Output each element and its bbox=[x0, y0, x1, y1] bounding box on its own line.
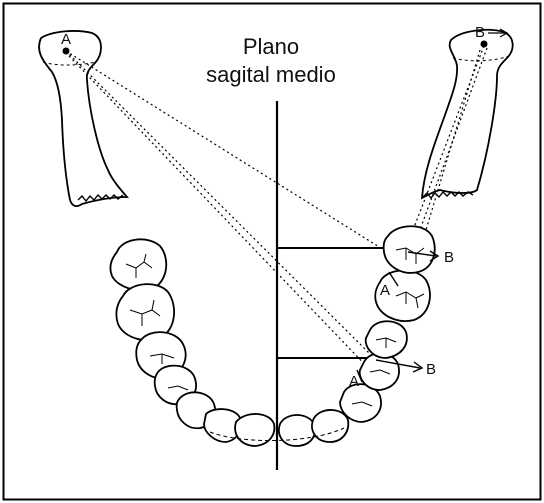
label-b-condyle: B bbox=[475, 24, 485, 41]
label-a-upper: A bbox=[380, 282, 390, 299]
title-line-1: Plano bbox=[243, 34, 299, 59]
label-a-lower: A bbox=[349, 373, 359, 390]
label-b-lower: B bbox=[426, 361, 436, 378]
label-a-condyle: A bbox=[61, 31, 71, 48]
title-line-2: sagital medio bbox=[206, 62, 336, 87]
label-b-upper: B bbox=[444, 249, 454, 266]
